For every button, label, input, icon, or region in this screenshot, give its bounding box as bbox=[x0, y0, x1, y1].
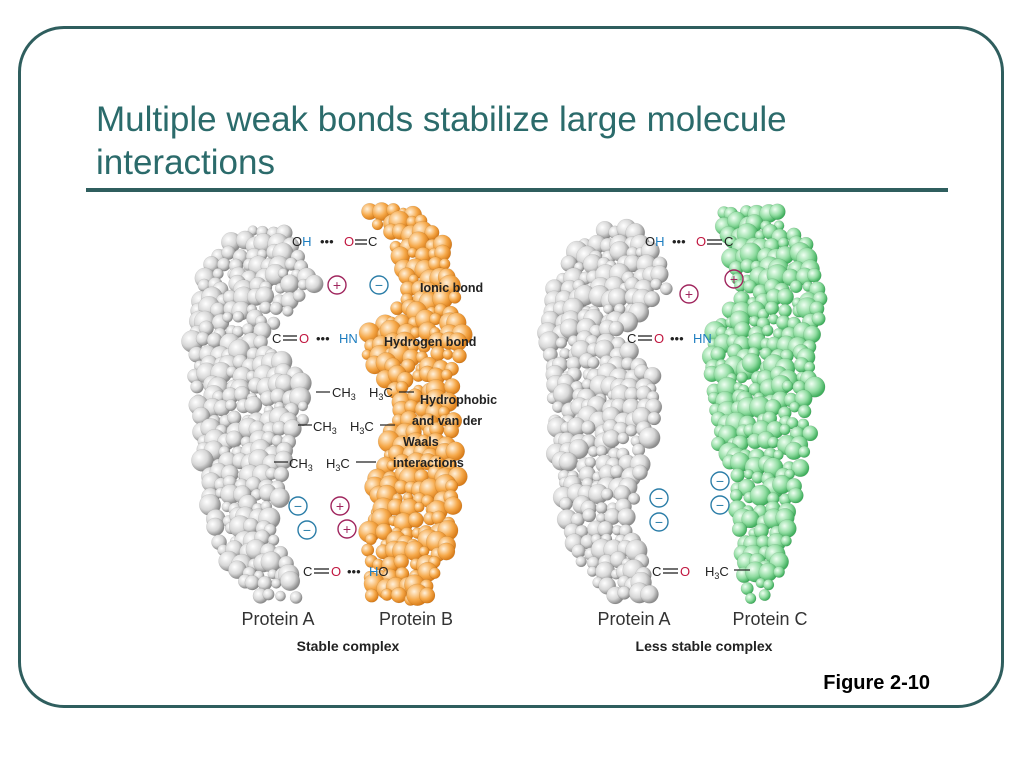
svg-text:C: C bbox=[652, 564, 661, 579]
svg-text:CH3: CH3 bbox=[313, 419, 337, 436]
label-protein-c: Protein C bbox=[732, 609, 807, 629]
panel-stable-complex: OH ••• O C + − Ionic bond C bbox=[241, 234, 497, 654]
svg-text:C: C bbox=[724, 234, 733, 249]
label-hydrogen-bond: Hydrogen bond bbox=[384, 335, 476, 349]
caption-less-stable-complex: Less stable complex bbox=[636, 638, 773, 654]
label-hydrophobic-3: Waals bbox=[403, 435, 439, 449]
hbond-co-hn: C O ••• HN bbox=[627, 331, 712, 346]
svg-text:H3C: H3C bbox=[369, 385, 393, 402]
hbond-oh-oc-top: OH ••• O C bbox=[645, 234, 733, 249]
charge-negative: − bbox=[369, 275, 389, 295]
label-protein-a-second: Protein A bbox=[597, 609, 670, 629]
slide-frame bbox=[18, 26, 1004, 708]
svg-text:HN: HN bbox=[693, 331, 712, 346]
co-h3c-mismatch: C O H3C bbox=[652, 564, 750, 581]
charge-negative: − bbox=[710, 471, 730, 491]
svg-text:O: O bbox=[680, 564, 690, 579]
label-hydrophobic-2: and van der bbox=[412, 414, 482, 428]
svg-text:−: − bbox=[716, 497, 724, 513]
charge-positive: + bbox=[679, 284, 699, 304]
svg-text:+: + bbox=[343, 521, 351, 537]
panel-less-stable-complex: OH ••• O C + + C O ••• HN bbox=[597, 234, 807, 654]
protein-a-surface-second bbox=[537, 218, 673, 605]
svg-text:HO: HO bbox=[369, 564, 389, 579]
svg-text:•••: ••• bbox=[672, 234, 686, 249]
charge-negative: − bbox=[649, 512, 669, 532]
svg-text:−: − bbox=[716, 473, 724, 489]
svg-text:H3C: H3C bbox=[705, 564, 729, 581]
svg-text:−: − bbox=[303, 522, 311, 538]
svg-text:−: − bbox=[655, 514, 663, 530]
svg-text:+: + bbox=[333, 277, 341, 293]
title-rule bbox=[86, 188, 948, 192]
atom-c: C bbox=[368, 234, 377, 249]
svg-text:O: O bbox=[331, 564, 341, 579]
hydrophobic-pair-1: CH3 H3C bbox=[316, 385, 414, 402]
atom-o: O bbox=[344, 234, 354, 249]
svg-text:•••: ••• bbox=[347, 564, 361, 579]
charge-negative: − bbox=[649, 488, 669, 508]
svg-text:•••: ••• bbox=[670, 331, 684, 346]
svg-text:O: O bbox=[654, 331, 664, 346]
svg-text:−: − bbox=[655, 490, 663, 506]
svg-text:H3C: H3C bbox=[326, 456, 350, 473]
label-hydrophobic-1: Hydrophobic bbox=[420, 393, 497, 407]
label-protein-a: Protein A bbox=[241, 609, 314, 629]
svg-text:+: + bbox=[685, 286, 693, 302]
atom-o: O bbox=[299, 331, 309, 346]
charge-positive: + bbox=[330, 496, 350, 516]
bond-dots: ••• bbox=[316, 331, 330, 346]
protein-a-surface bbox=[181, 224, 324, 604]
charge-negative: − bbox=[297, 520, 317, 540]
charge-negative: − bbox=[288, 496, 308, 516]
label-protein-b: Protein B bbox=[379, 609, 453, 629]
hbond-co-ho: C O ••• HO bbox=[303, 564, 389, 579]
svg-text:C: C bbox=[627, 331, 636, 346]
svg-text:H3C: H3C bbox=[350, 419, 374, 436]
label-ionic-bond: Ionic bond bbox=[420, 281, 483, 295]
slide-title: Multiple weak bonds stabilize large mole… bbox=[96, 100, 787, 182]
svg-text:−: − bbox=[294, 498, 302, 514]
svg-text:−: − bbox=[375, 277, 383, 293]
svg-text:OH: OH bbox=[645, 234, 665, 249]
svg-text:C: C bbox=[303, 564, 312, 579]
charge-positive: + bbox=[337, 519, 357, 539]
svg-text:O: O bbox=[696, 234, 706, 249]
hbond-co-hn: C O ••• HN bbox=[272, 331, 358, 346]
hydrophobic-pair-2: CH3 H3C bbox=[298, 419, 395, 436]
charge-positive: + bbox=[327, 275, 347, 295]
bond-dots: ••• bbox=[320, 234, 334, 249]
protein-c-surface bbox=[701, 203, 828, 605]
protein-b-surface bbox=[358, 202, 473, 606]
caption-stable-complex: Stable complex bbox=[297, 638, 400, 654]
atom-hn: HN bbox=[339, 331, 358, 346]
svg-text:CH3: CH3 bbox=[332, 385, 356, 402]
svg-text:+: + bbox=[336, 498, 344, 514]
charge-positive: + bbox=[724, 269, 744, 289]
hbond-oh-oc-top: OH ••• O C bbox=[292, 234, 377, 249]
svg-text:CH3: CH3 bbox=[289, 456, 313, 473]
figure-label: Figure 2-10 bbox=[823, 672, 930, 694]
charge-negative: − bbox=[710, 495, 730, 515]
svg-text:+: + bbox=[730, 271, 738, 287]
label-hydrophobic-4: interactions bbox=[393, 456, 464, 470]
atom-oh: OH bbox=[292, 234, 312, 249]
atom-c: C bbox=[272, 331, 281, 346]
hydrophobic-pair-3: CH3 H3C bbox=[274, 456, 376, 473]
